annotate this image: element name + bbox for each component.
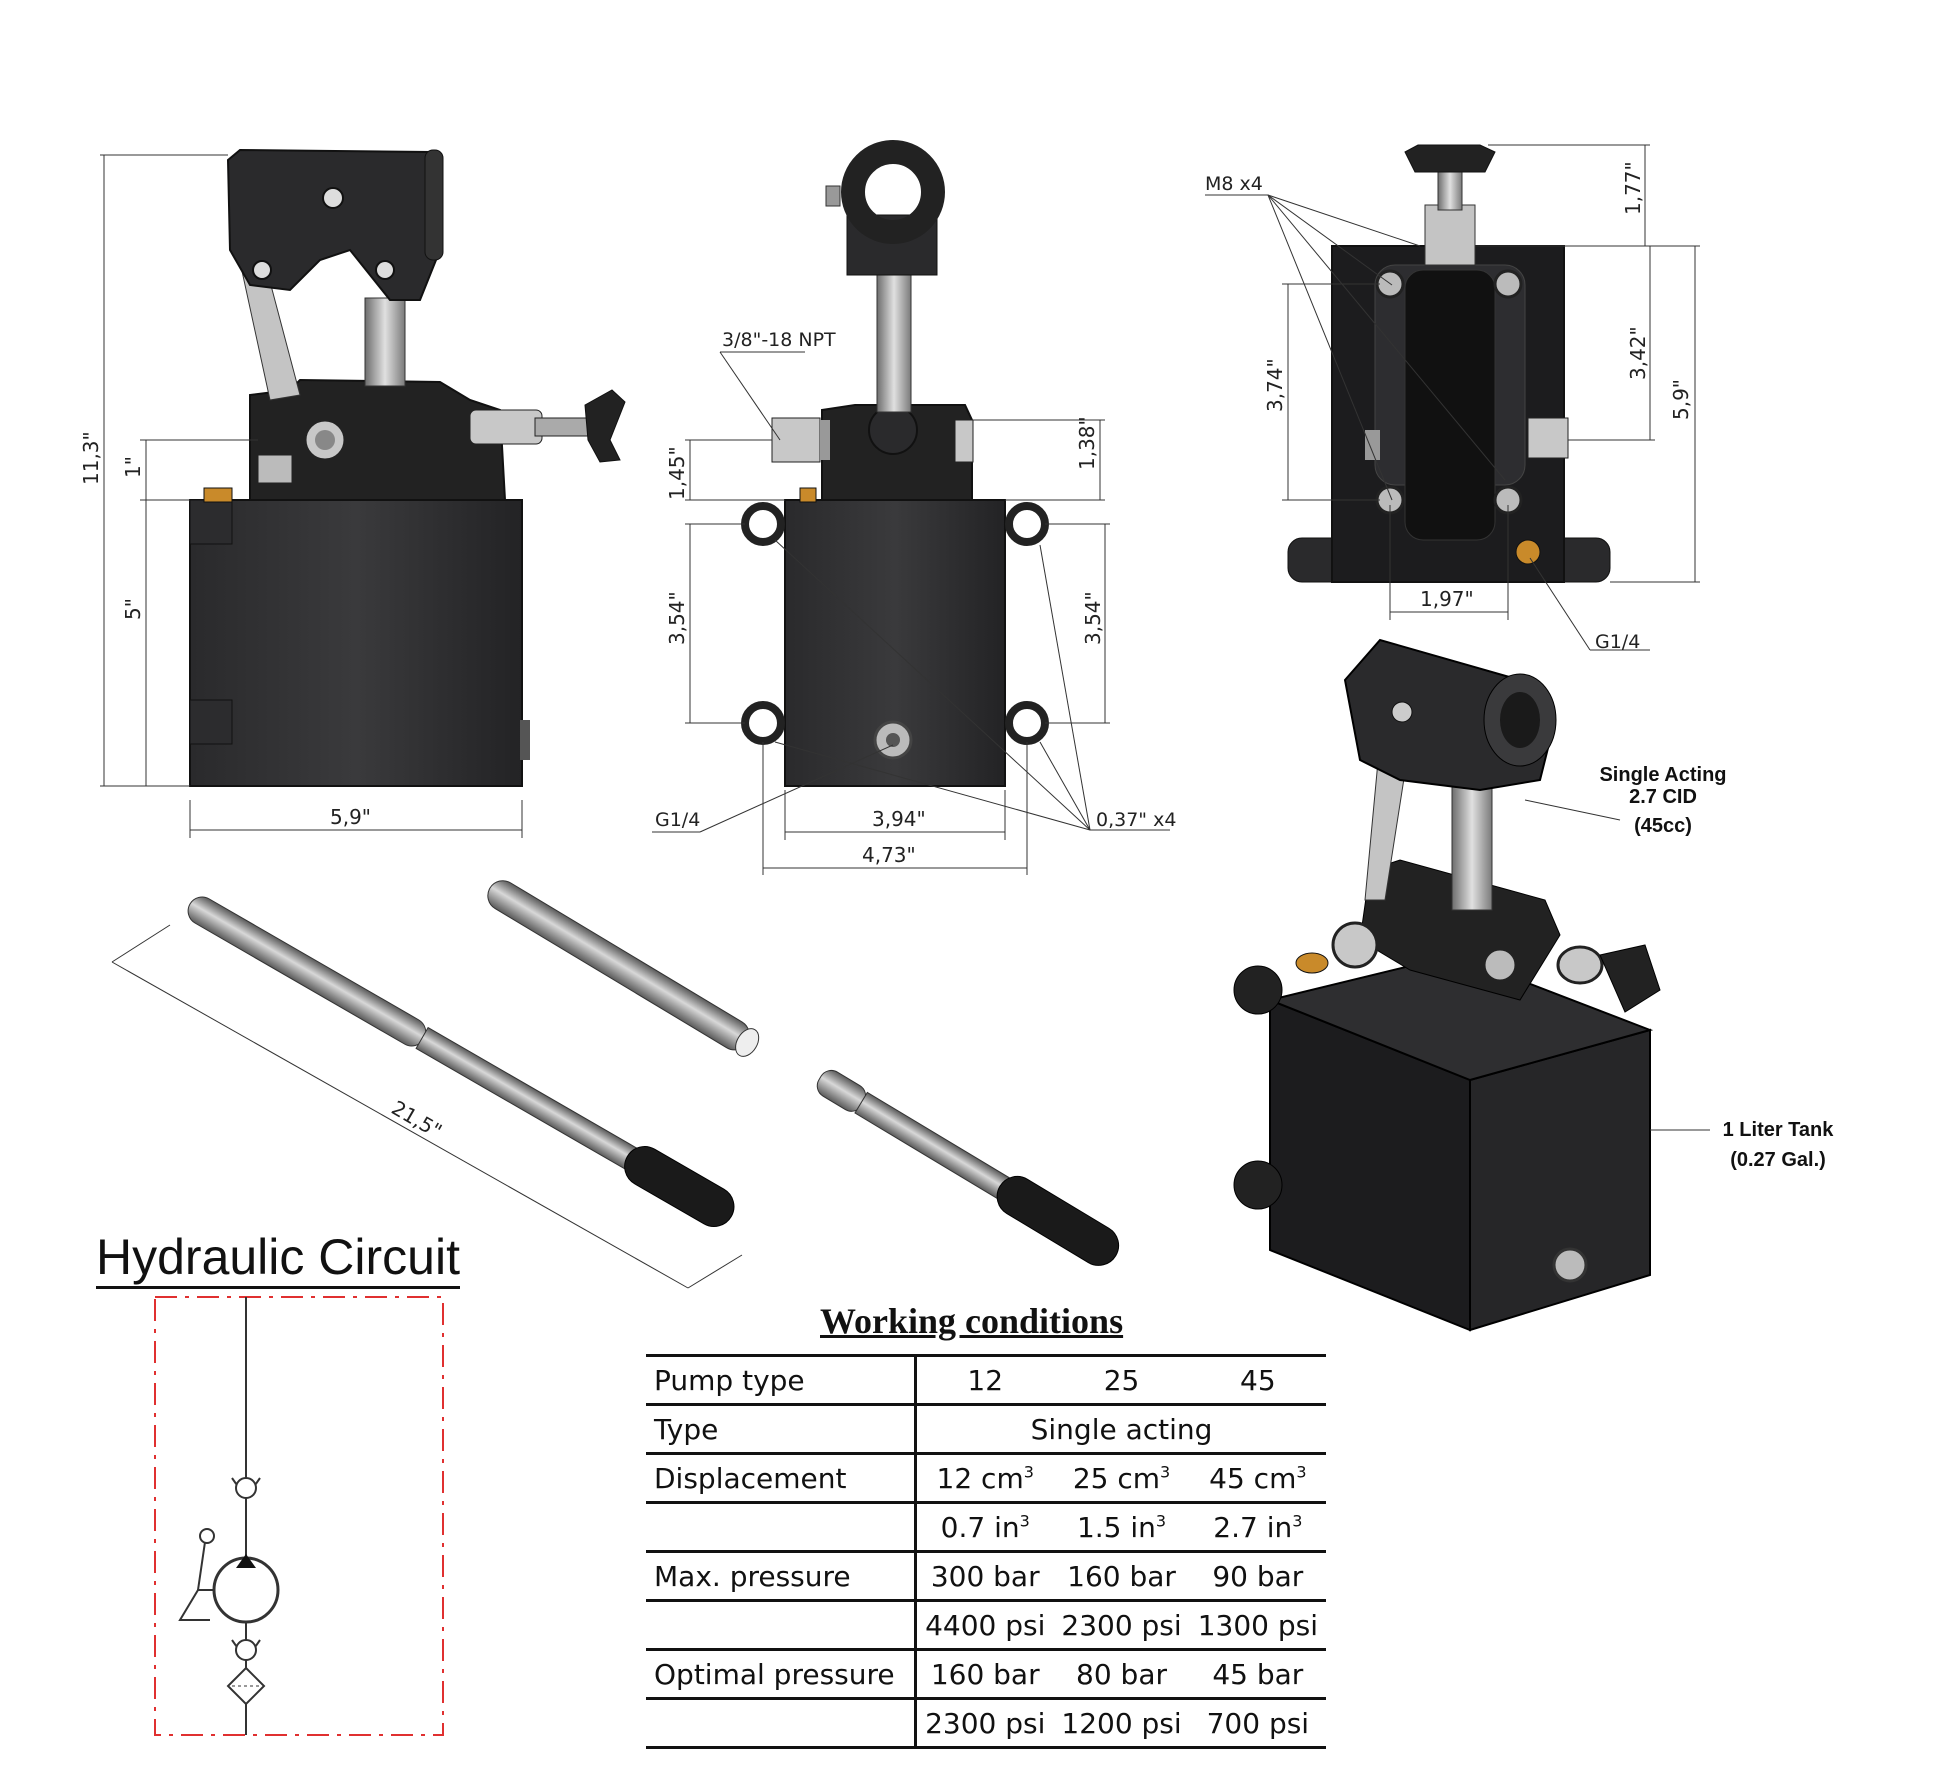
iso-plunger [1451, 769, 1493, 911]
side-view [652, 140, 1170, 875]
row-label: Pump type [646, 1354, 918, 1406]
table-row: Pump type 12 25 45 [646, 1354, 1326, 1406]
dim-front-valve-height: 1" [121, 456, 145, 478]
cell: 160 bar [1053, 1551, 1190, 1602]
row-label: Optimal pressure [646, 1649, 918, 1700]
cell: 2.7 in3 [1189, 1502, 1326, 1553]
row-label: Displacement [646, 1453, 918, 1504]
dim-top-total-height: 5,9" [1669, 379, 1693, 420]
cell: 45 [1189, 1354, 1326, 1406]
cell: 12 cm3 [915, 1453, 1054, 1504]
cell: 4400 psi [915, 1600, 1054, 1651]
iso-tank-top [1266, 953, 1654, 1082]
circuit-title: Hydraulic Circuit [96, 1228, 460, 1289]
dim-side-left-hole-spacing: 3,54" [665, 591, 689, 645]
dim-top-port-height: 3,42" [1626, 326, 1650, 380]
dim-handle-length: 21,5" [388, 1096, 447, 1144]
cell: 12 [915, 1354, 1054, 1406]
table-row: 0.7 in3 1.5 in3 2.7 in3 [646, 1502, 1326, 1553]
label-tank-line2: (0.27 Gal.) [1730, 1149, 1826, 1171]
label-pump-line1: Single Acting [1599, 764, 1726, 786]
label-top-port: G1/4 [1595, 631, 1640, 653]
row-label [646, 1698, 918, 1749]
iso-tank-side [1469, 1028, 1651, 1332]
cell: 1300 psi [1189, 1600, 1326, 1651]
table-row: Max. pressure 300 bar 160 bar 90 bar [646, 1551, 1326, 1602]
side-handle-socket [841, 140, 945, 244]
cell: 0.7 in3 [915, 1502, 1054, 1553]
table-row: Optimal pressure 160 bar 80 bar 45 bar [646, 1649, 1326, 1700]
cell: 80 bar [1053, 1649, 1190, 1700]
circuit-frame [154, 1296, 444, 1736]
front-view [100, 148, 626, 838]
row-label [646, 1600, 918, 1651]
dim-front-total-height: 11,3" [79, 431, 103, 485]
table-row: 4400 psi 2300 psi 1300 psi [646, 1600, 1326, 1651]
label-side-bottom-port: G1/4 [655, 809, 700, 831]
row-label [646, 1502, 918, 1553]
cell: 90 bar [1189, 1551, 1326, 1602]
iso-view [1233, 638, 1710, 1332]
row-label: Type [646, 1404, 918, 1455]
cell: 1.5 in3 [1053, 1502, 1190, 1553]
label-side-port-thread: 3/8"-18 NPT [722, 329, 836, 351]
dim-top-left-height: 3,74" [1263, 358, 1287, 412]
dim-top-center-width: 1,97" [1420, 587, 1474, 611]
working-conditions-title: Working conditions [820, 1301, 1124, 1341]
label-tank-line1: 1 Liter Tank [1723, 1119, 1835, 1141]
working-conditions-table: Pump type 12 25 45 Type Single acting Di… [646, 1354, 1326, 1749]
cell: 45 cm3 [1189, 1453, 1326, 1504]
dim-side-right-hole-spacing: 3,54" [1081, 591, 1105, 645]
label-pump-line2: 2.7 CID [1629, 786, 1697, 808]
dim-side-hole-spacing-width: 3,94" [872, 807, 926, 831]
cell: 25 [1053, 1354, 1190, 1406]
dim-top-knob-height: 1,77" [1621, 161, 1645, 215]
label-pump-line3: (45cc) [1634, 815, 1692, 837]
dim-side-left-port-height: 1,45" [665, 446, 689, 500]
dim-front-tank-width: 5,9" [330, 805, 371, 829]
cell: 2300 psi [1053, 1600, 1190, 1651]
top-view [1205, 144, 1700, 651]
hydraulic-circuit-diagram [154, 1296, 444, 1736]
handle-bars [111, 880, 1120, 1289]
label-top-bolts: M8 x4 [1205, 173, 1263, 195]
front-valve-block [249, 378, 507, 501]
cell: 700 psi [1189, 1698, 1326, 1749]
front-tank [189, 499, 523, 787]
cell: 25 cm3 [1053, 1453, 1190, 1504]
cell: 45 bar [1189, 1649, 1326, 1700]
dim-side-right-port-height: 1,38" [1075, 416, 1099, 470]
table-row: Displacement 12 cm3 25 cm3 45 cm3 [646, 1453, 1326, 1504]
row-label: Max. pressure [646, 1551, 918, 1602]
cell: Single acting [915, 1404, 1326, 1455]
top-knob [1404, 144, 1496, 173]
cell: 1200 psi [1053, 1698, 1190, 1749]
label-side-hole-diameter: 0,37" x4 [1096, 809, 1176, 831]
cell: 300 bar [915, 1551, 1054, 1602]
dim-side-overall-width: 4,73" [862, 843, 916, 867]
front-plunger [364, 297, 406, 387]
cell: 2300 psi [915, 1698, 1054, 1749]
dim-front-tank-height: 5" [121, 598, 145, 620]
cell: 160 bar [915, 1649, 1054, 1700]
table-row: 2300 psi 1200 psi 700 psi [646, 1698, 1326, 1749]
table-row: Type Single acting [646, 1404, 1326, 1455]
